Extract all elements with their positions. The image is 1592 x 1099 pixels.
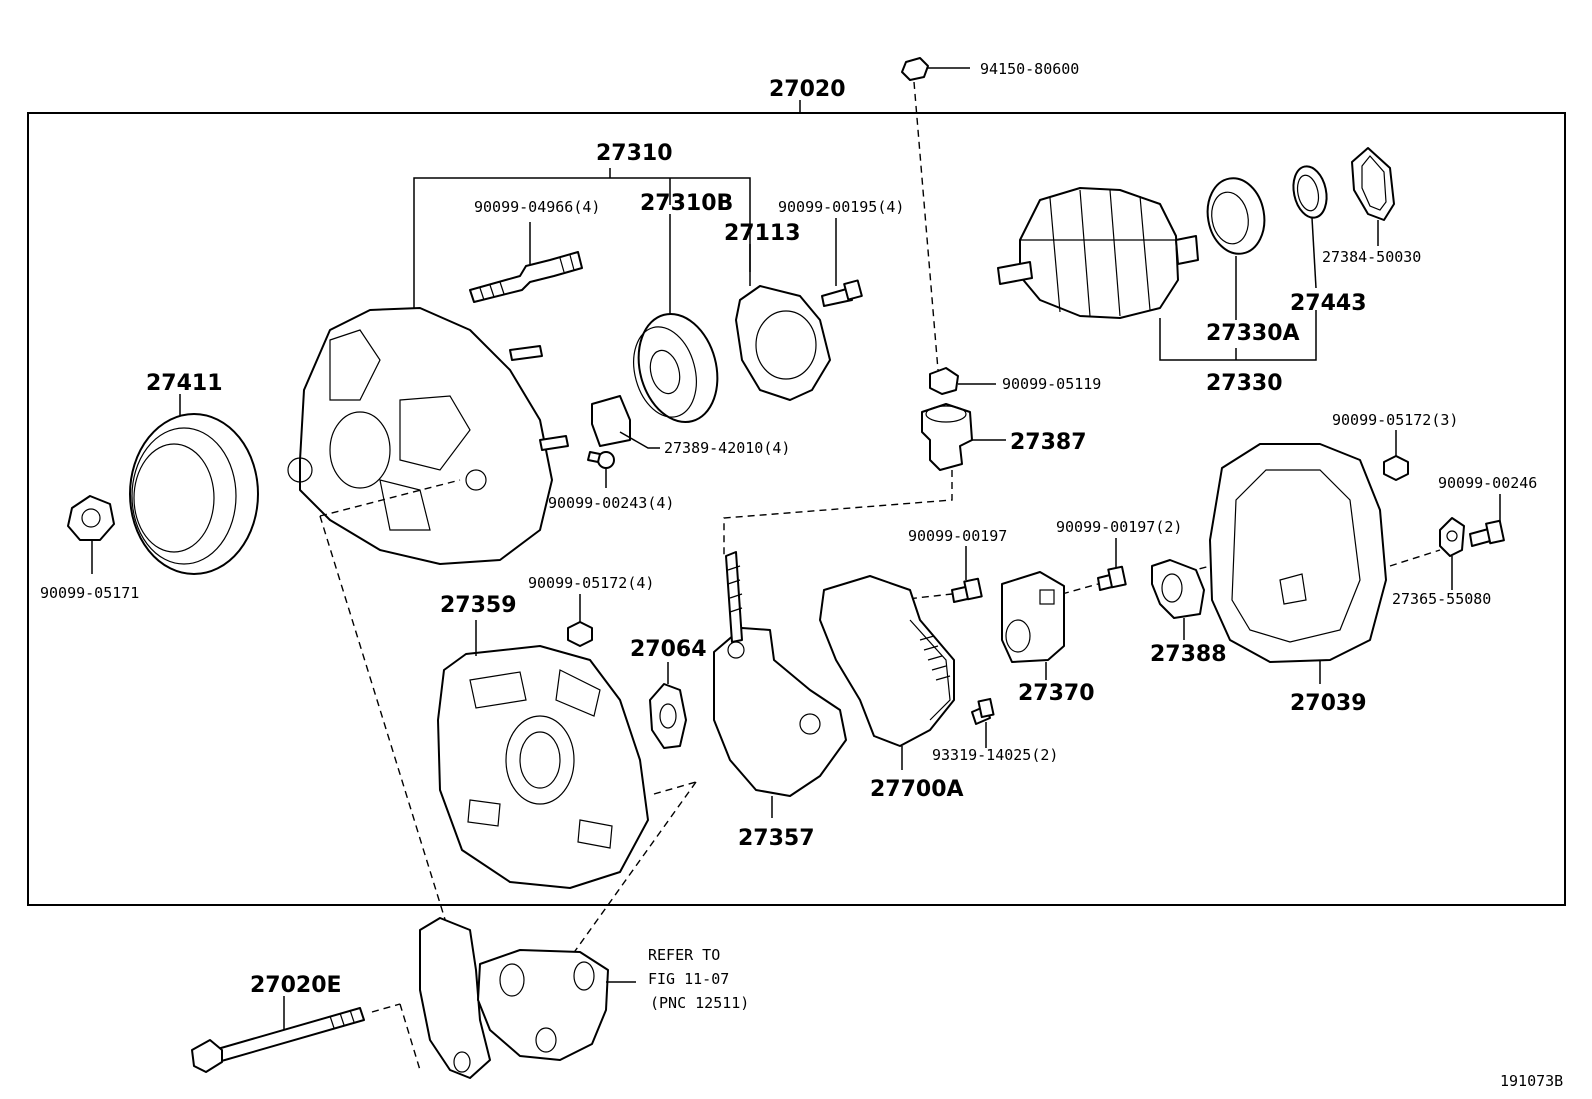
mount-bracket <box>419 917 636 1079</box>
nut-90099-05171 <box>67 495 115 574</box>
label-93319-14025: 93319-14025(2) <box>932 746 1058 764</box>
terminal-27387 <box>723 403 1006 558</box>
label-27700a: 27700A <box>870 777 964 802</box>
label-27388: 27388 <box>1150 642 1227 667</box>
guide-line-left <box>319 479 461 517</box>
bracket-27310 <box>413 168 751 310</box>
screw-90099-00197 <box>897 546 983 603</box>
label-90099-00197: 90099-00197 <box>908 527 1007 545</box>
screw-90099-00246 <box>1469 494 1505 547</box>
insulator-27064 <box>649 662 687 749</box>
label-90099-05172-4: 90099-05172(4) <box>528 574 654 592</box>
rotor-27330 <box>997 187 1199 356</box>
regulator-27700a <box>819 575 955 770</box>
label-27359: 27359 <box>440 593 517 618</box>
label-27443: 27443 <box>1290 291 1367 316</box>
label-27389-42010: 27389-42010(4) <box>664 439 790 457</box>
screw-90099-00197-2 <box>1061 538 1211 595</box>
label-90099-05171: 90099-05171 <box>40 584 139 602</box>
label-27330: 27330 <box>1206 371 1283 396</box>
label-27411: 27411 <box>146 371 223 396</box>
plate-27365-55080 <box>1389 517 1465 590</box>
screw-93319-14025 <box>971 697 995 748</box>
label-90099-05172-3: 90099-05172(3) <box>1332 411 1458 429</box>
label-27310: 27310 <box>596 141 673 166</box>
bearing-27330a <box>1206 177 1266 320</box>
assembly-frame <box>27 112 1566 906</box>
ring-27384-50030 <box>1351 147 1395 246</box>
drive-end-frame <box>287 307 569 565</box>
nut-90099-05119 <box>929 367 996 395</box>
guide-line-down-2 <box>653 781 697 795</box>
label-90099-04966: 90099-04966(4) <box>474 198 600 216</box>
retainer-27113 <box>735 244 831 401</box>
screw-90099-00195 <box>821 218 863 307</box>
label-90099-05119: 90099-05119 <box>1002 375 1101 393</box>
label-27310b: 27310B <box>640 191 733 216</box>
label-27113: 27113 <box>724 221 801 246</box>
label-27365-55080: 27365-55080 <box>1392 590 1491 608</box>
label-90099-00243: 90099-00243(4) <box>548 494 674 512</box>
label-90099-00197-2: 90099-00197(2) <box>1056 518 1182 536</box>
cover-27443 <box>1292 165 1328 289</box>
figure-id: 191073B <box>1500 1072 1563 1090</box>
frame-27359 <box>437 620 649 889</box>
brush-holder-27370 <box>1001 571 1065 680</box>
pulley-27411 <box>129 394 259 575</box>
label-90099-00246: 90099-00246 <box>1438 474 1537 492</box>
label-90099-00195: 90099-00195(4) <box>778 198 904 216</box>
label-27064: 27064 <box>630 637 707 662</box>
label-27384-50030: 27384-50030 <box>1322 248 1421 266</box>
bearing-27310b <box>633 214 719 424</box>
label-27330a: 27330A <box>1206 321 1300 346</box>
stud-90099-04966 <box>469 222 583 303</box>
label-pnc-12511: (PNC 12511) <box>650 994 749 1012</box>
rear-cover-27039 <box>1209 443 1387 684</box>
screw-90099-00243 <box>587 451 615 488</box>
label-fig-11-07: FIG 11-07 <box>648 970 729 988</box>
guide-line-down-3 <box>539 781 697 1001</box>
bolt-27020e <box>191 996 421 1073</box>
insulator-27389-42010 <box>591 395 660 449</box>
label-27357: 27357 <box>738 826 815 851</box>
nut-94150-80600 <box>901 57 970 371</box>
nut-90099-05172-4 <box>567 594 593 647</box>
nut-90099-05172-3 <box>1383 430 1409 481</box>
cover-27388 <box>1151 559 1205 640</box>
label-27020e: 27020E <box>250 973 342 998</box>
label-94150-80600: 94150-80600 <box>980 60 1079 78</box>
label-27370: 27370 <box>1018 681 1095 706</box>
label-refer-to: REFER TO <box>648 946 720 964</box>
label-27020: 27020 <box>769 77 846 102</box>
label-27387: 27387 <box>1010 430 1087 455</box>
rectifier-27357 <box>713 551 847 818</box>
label-27039: 27039 <box>1290 691 1367 716</box>
